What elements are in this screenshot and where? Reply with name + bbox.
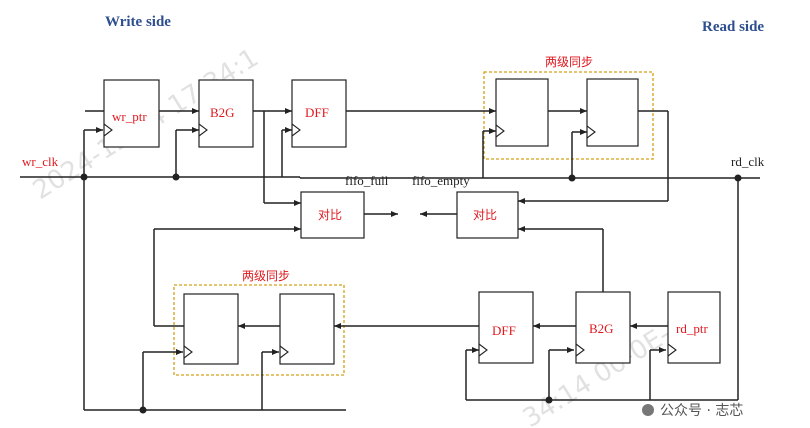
rd-dff-block: DFF [478,291,534,364]
wires [20,108,760,411]
top-sync-group [483,71,654,160]
top-sync-ff2 [586,78,639,147]
bottom-sync-group [173,284,345,376]
compare-empty-block: 对比 [456,191,519,239]
rd-ptr-block: rd_ptr [667,291,721,364]
brand-watermark: 公众号 · 志芯 [642,403,743,419]
wr-ptr-block: wr_ptr [103,79,160,148]
wechat-icon [642,404,654,416]
wr-dff-block: DFF [291,79,347,148]
bottom-sync-ff1 [183,293,239,365]
junction-dots [80,173,742,414]
compare-empty-label: 对比 [473,208,497,222]
bottom-sync-ff2 [279,293,335,365]
bottom-sync-label: 两级同步 [242,269,290,283]
rd-dff-label: DFF [492,323,516,338]
wr-b2g-label: B2G [210,105,235,120]
top-sync-label: 两级同步 [545,55,593,69]
write-side-title: Write side [105,14,171,30]
read-side-title: Read side [702,19,764,35]
compare-full-label: 对比 [318,208,342,222]
wr-b2g-block: B2G [198,79,254,148]
compare-full-block: 对比 [300,191,365,239]
wr-dff-label: DFF [305,105,329,120]
rd-b2g-block: B2G [575,291,631,364]
wr-ptr-label: wr_ptr [112,109,147,124]
rd-b2g-label: B2G [589,321,614,336]
rd-clk-label: rd_clk [731,154,765,169]
top-sync-ff1 [495,78,549,147]
wr-clk-label: wr_clk [22,154,59,169]
fifo-empty-label: fifo_empty [412,173,470,188]
rd-ptr-label: rd_ptr [676,321,708,336]
brand-text: 公众号 · 志芯 [660,403,743,419]
fifo-full-label: fifo_full [345,173,389,188]
